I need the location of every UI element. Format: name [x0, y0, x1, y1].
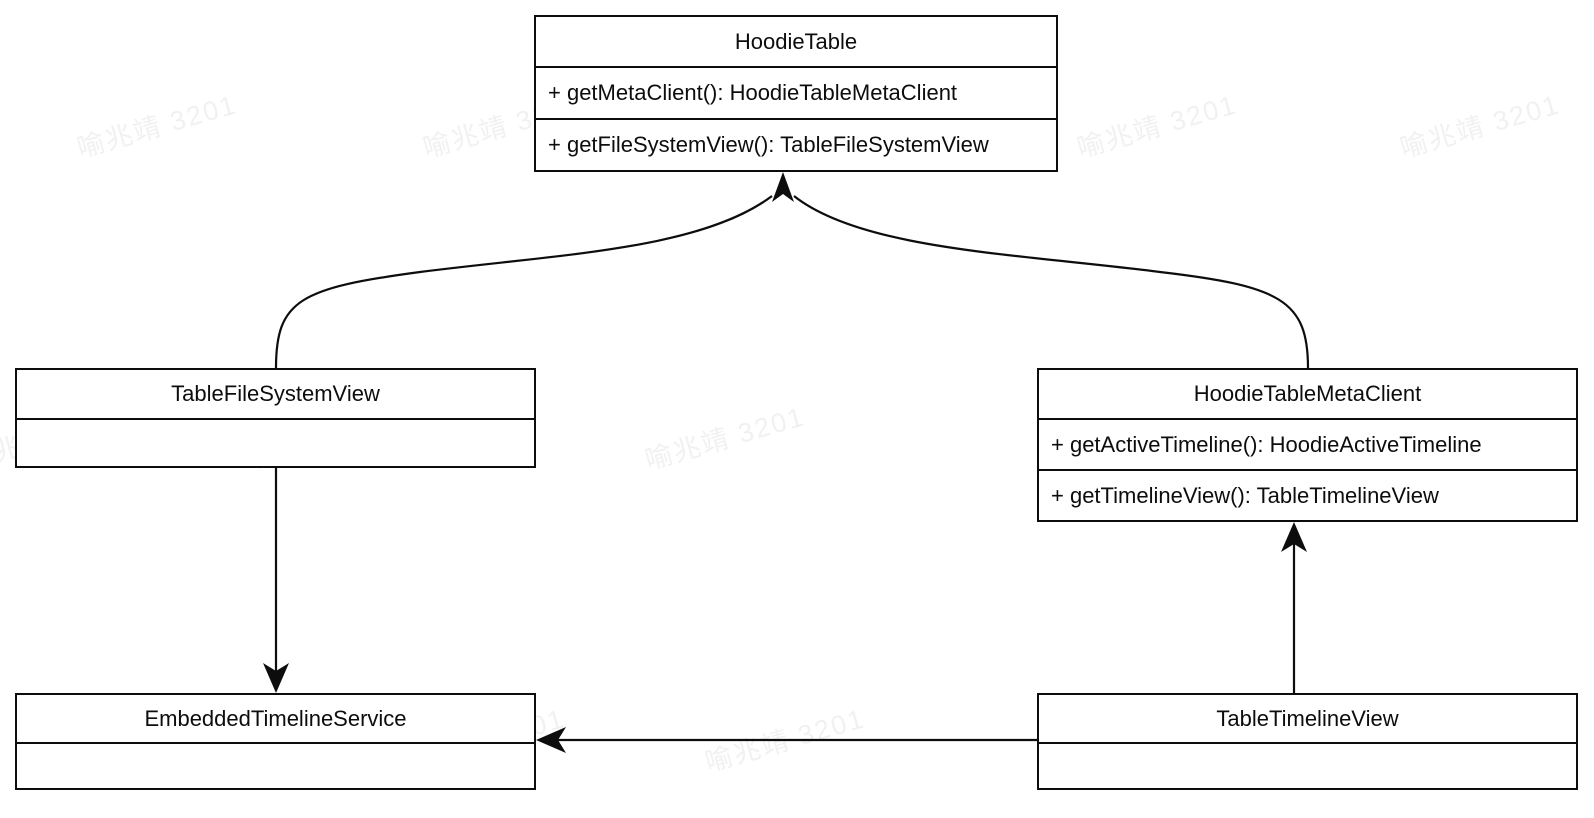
watermark-text: 喻兆靖 3201: [701, 703, 869, 778]
class-name-table-file-system-view: TableFileSystemView: [17, 370, 534, 420]
class-box-table-timeline-view[interactable]: TableTimelineView: [1037, 693, 1578, 790]
arrowhead-into-hoodietable: [772, 172, 794, 202]
watermark-text: 喻兆靖 3201: [1073, 89, 1241, 164]
class-member-row: + getMetaClient(): HoodieTableMetaClient: [548, 80, 958, 105]
class-members-hoodie-table-meta-client: + getActiveTimeline(): HoodieActiveTimel…: [1039, 420, 1576, 520]
class-name-hoodie-table: HoodieTable: [536, 17, 1056, 68]
class-member-row: + getFileSystemView(): TableFileSystemVi…: [536, 118, 1056, 170]
class-member-row: + getTimelineView(): TableTimelineView: [1039, 469, 1576, 520]
arrowhead-into-hoodietablemetaclient-bottom: [1281, 522, 1307, 552]
edge-hoodietablemetaclient-to-hoodietable: [793, 195, 1310, 369]
class-members-embedded-timeline-service: [17, 744, 534, 818]
class-members-table-timeline-view: [1039, 744, 1576, 818]
class-members-hoodie-table: + getMetaClient(): HoodieTableMetaClient…: [536, 68, 1056, 170]
watermark-text: 喻兆靖 3201: [1396, 89, 1564, 164]
class-box-table-file-system-view[interactable]: TableFileSystemView: [15, 368, 536, 468]
arrowhead-into-embeddedtimelineservice-right: [536, 727, 566, 753]
edge-tablefilesystemview-to-hoodietable: [274, 195, 773, 369]
class-name-embedded-timeline-service: EmbeddedTimelineService: [17, 695, 534, 744]
watermark-text: 喻兆靖 3201: [641, 401, 809, 476]
arrowhead-into-embeddedtimelineservice-top: [263, 663, 289, 693]
class-name-hoodie-table-meta-client: HoodieTableMetaClient: [1039, 370, 1576, 420]
class-member-row: + getActiveTimeline(): HoodieActiveTimel…: [1051, 431, 1482, 457]
class-box-embedded-timeline-service[interactable]: EmbeddedTimelineService: [15, 693, 536, 790]
watermark-text: 喻兆靖 3201: [73, 89, 241, 164]
class-box-hoodie-table[interactable]: HoodieTable + getMetaClient(): HoodieTab…: [534, 15, 1058, 172]
class-name-table-timeline-view: TableTimelineView: [1039, 695, 1576, 744]
class-box-hoodie-table-meta-client[interactable]: HoodieTableMetaClient + getActiveTimelin…: [1037, 368, 1578, 522]
class-members-table-file-system-view: [17, 420, 534, 516]
